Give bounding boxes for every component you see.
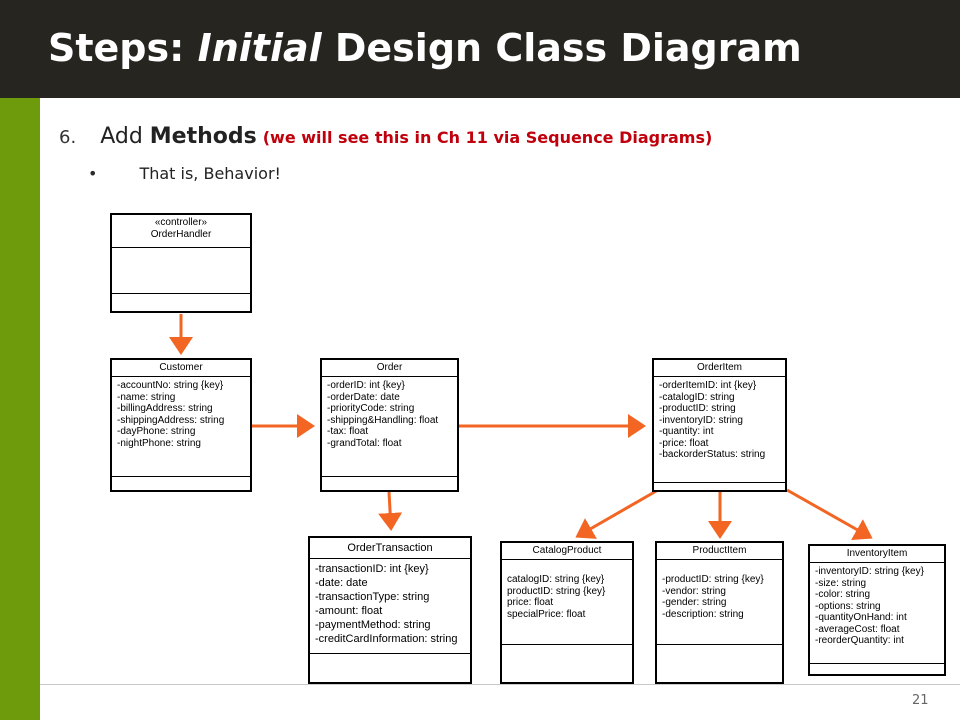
attribute: -tax: float [327,426,369,437]
class-order-handler: «controller» OrderHandler [110,213,252,313]
attribute: -size: string [815,577,867,589]
title-suffix: Design Class Diagram [321,26,802,70]
attribute: -productID: string [659,403,736,414]
title-prefix: Steps: [48,26,198,70]
attribute: -quantity: int [659,426,714,437]
class-name: ProductItem [657,543,782,560]
attribute: catalogID: string {key} [507,574,605,585]
class-order-item: OrderItem -orderItemID: int {key} -catal… [652,358,787,492]
class-name: Order [322,360,457,377]
class-name: Customer [112,360,250,377]
sub-bullet-text: That is, Behavior! [139,164,281,183]
class-order: Order -orderID: int {key} -orderDate: da… [320,358,459,492]
attribute: -price: float [659,437,709,449]
attribute: -name: string [117,391,176,403]
attribute: -inventoryID: string [659,414,743,426]
attribute: -color: string [815,589,871,600]
class-attributes: -orderItemID: int {key} -catalogID: stri… [654,377,785,483]
attribute: -transactionID: int {key} [315,563,429,575]
bullet-dot-icon: • [88,164,98,183]
attribute: specialPrice: float [507,608,586,620]
page-number: 21 [912,693,929,708]
attribute: -reorderQuantity: int [815,635,904,646]
bullet-note: (we will see this in Ch 11 via Sequence … [262,128,713,147]
attribute: -averageCost: float [815,623,900,635]
class-stereotype: «controller» [154,217,208,228]
attribute: -shipping&Handling: float [327,414,439,426]
attribute: -catalogID: string [659,391,735,403]
attribute: -shippingAddress: string [117,414,225,426]
attribute: -amount: float [315,605,383,617]
sub-bullet: • That is, Behavior! [88,164,281,183]
class-attributes: -orderID: int {key} -orderDate: date -pr… [322,377,457,477]
class-order-transaction: OrderTransaction -transactionID: int {ke… [308,536,472,684]
class-inventory-item: InventoryItem -inventoryID: string {key}… [808,544,946,676]
class-catalog-product: CatalogProduct catalogID: string {key} p… [500,541,634,684]
attribute: price: float [507,597,554,608]
attribute: -nightPhone: string [117,437,201,449]
title-italic: Initial [197,26,322,70]
attribute: -orderID: int {key} [327,380,405,391]
footer-divider [40,684,960,685]
class-name: OrderTransaction [310,538,470,559]
class-attributes: -inventoryID: string {key} -size: string… [810,563,944,664]
class-name: OrderHandler [150,229,212,240]
attribute: -quantityOnHand: int [815,612,907,623]
class-header: «controller» OrderHandler [112,215,250,248]
class-attributes [112,248,250,294]
arrow-orderitem-catalogproduct [575,488,659,539]
attribute: -dayPhone: string [117,426,196,437]
class-attributes: catalogID: string {key} productID: strin… [502,560,632,645]
arrow-order-transaction [378,491,403,531]
bullet-bold-text: Methods [149,124,257,149]
attribute: -inventoryID: string {key} [815,566,924,577]
attribute: -description: string [662,608,744,620]
class-attributes: -productID: string {key} -vendor: string… [657,560,782,645]
class-attributes: -accountNo: string {key} -name: string -… [112,377,250,477]
attribute: -backorderStatus: string [659,449,766,460]
title-bar: Steps: Initial Design Class Diagram [0,0,960,98]
attribute: -billingAddress: string [117,403,213,414]
bullet-text: Add [100,124,150,149]
attribute: -transactionType: string [315,591,430,603]
slide-title: Steps: Initial Design Class Diagram [48,26,802,70]
class-product-item: ProductItem -productID: string {key} -ve… [655,541,784,684]
attribute: -date: date [315,577,368,589]
class-name: CatalogProduct [502,543,632,560]
sidebar-accent [0,98,40,720]
attribute: -paymentMethod: string [315,619,431,631]
attribute: -creditCardInformation: string [315,633,458,645]
bullet-number: 6. [59,127,77,148]
class-name: InventoryItem [810,546,944,563]
attribute: -grandTotal: float [327,437,402,449]
attribute: -productID: string {key} [662,574,764,585]
attribute: -gender: string [662,597,727,608]
attribute: -priorityCode: string [327,403,415,414]
attribute: -options: string [815,600,881,612]
class-attributes: -transactionID: int {key} -date: date -t… [310,559,470,654]
attribute: -accountNo: string {key} [117,380,224,391]
attribute: -orderItemID: int {key} [659,380,757,391]
class-customer: Customer -accountNo: string {key} -name:… [110,358,252,492]
bullet-methods: 6. Add Methods (we will see this in Ch 11 … [59,124,712,149]
attribute: productID: string {key} [507,585,606,597]
arrow-orderitem-inventoryitem [786,488,873,541]
attribute: -vendor: string [662,585,726,597]
attribute: -orderDate: date [327,391,400,403]
class-name: OrderItem [654,360,785,377]
